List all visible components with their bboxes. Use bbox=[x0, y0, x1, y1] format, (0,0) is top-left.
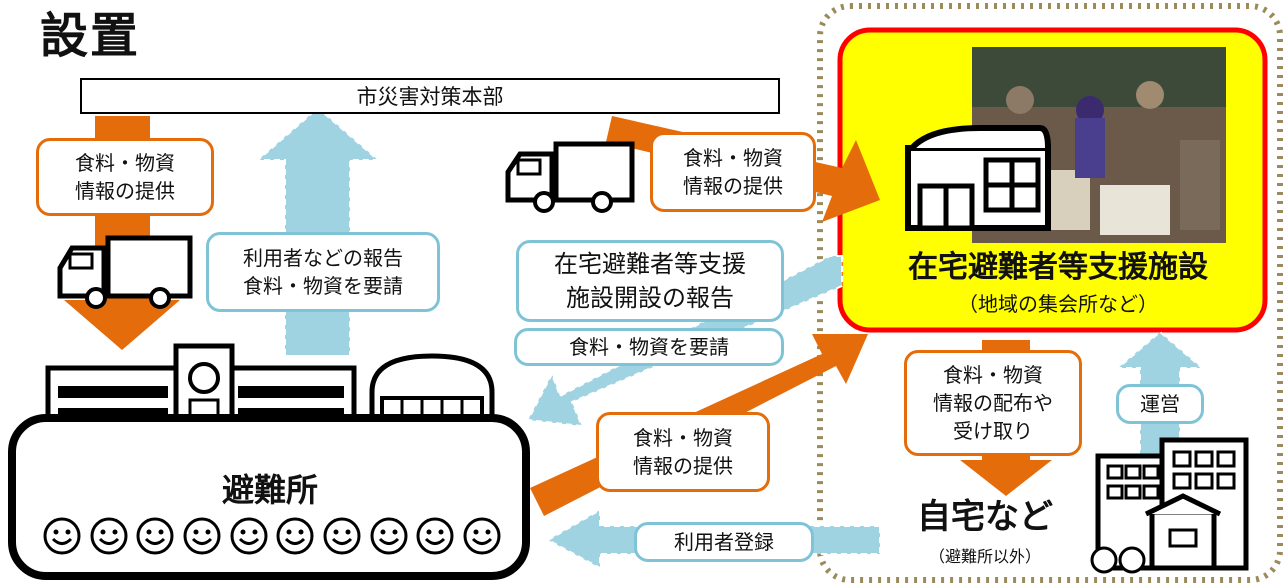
supply-label-1-line2: 情報の提供 bbox=[75, 179, 175, 203]
smiley-face-icon bbox=[90, 517, 128, 555]
distribution-line1: 食料・物資 bbox=[943, 363, 1043, 387]
smiley-face-icon bbox=[323, 517, 361, 555]
opening-report-line2: 施設開設の報告 bbox=[566, 284, 734, 312]
smiley-face-icon bbox=[43, 517, 81, 555]
smiley-face-icon bbox=[183, 517, 221, 555]
supply-label-2-line2: 情報の提供 bbox=[683, 174, 783, 198]
smiley-face-icon bbox=[370, 517, 408, 555]
smiley-face-icon bbox=[463, 517, 501, 555]
distribution-line2: 情報の配布や bbox=[933, 391, 1053, 415]
supply-label-3-line2: 情報の提供 bbox=[633, 454, 733, 478]
smiley-face-icon bbox=[416, 517, 454, 555]
distribution-line3: 受け取り bbox=[953, 419, 1033, 443]
operation-label: 運営 bbox=[1116, 384, 1204, 424]
smiley-face-icon bbox=[276, 517, 314, 555]
page-title: 設置 bbox=[40, 8, 141, 64]
shelter-label: 避難所 bbox=[221, 471, 318, 509]
facility-label: 在宅避難者等支援施設 bbox=[908, 250, 1208, 285]
supply-arrow-1 bbox=[64, 116, 180, 350]
home-label: 自宅など bbox=[917, 497, 1053, 537]
supply-label-1: 食料・物資 情報の提供 bbox=[36, 138, 214, 216]
truck-icon-center bbox=[505, 141, 635, 213]
hq-box: 市災害対策本部 bbox=[80, 78, 780, 114]
report-label-line1: 利用者などの報告 bbox=[243, 246, 403, 270]
supply-label-3-line1: 食料・物資 bbox=[633, 426, 733, 450]
home-sublabel: （避難所以外） bbox=[928, 547, 1041, 566]
supply-label-2-line1: 食料・物資 bbox=[683, 146, 783, 170]
apartment-building-icon bbox=[1090, 437, 1249, 574]
smiley-face-icon bbox=[136, 517, 174, 555]
registration-label: 利用者登録 bbox=[634, 522, 814, 562]
request-label: 食料・物資を要請 bbox=[514, 328, 784, 366]
supply-label-3: 食料・物資 情報の提供 bbox=[596, 412, 770, 492]
distribution-label: 食料・物資 情報の配布や 受け取り bbox=[904, 350, 1082, 456]
facility-building-icon bbox=[905, 125, 1051, 231]
smiley-face-icon bbox=[230, 517, 268, 555]
report-label-line2: 食料・物資を要請 bbox=[243, 274, 403, 298]
opening-report-label: 在宅避難者等支援 施設開設の報告 bbox=[516, 240, 784, 322]
report-label: 利用者などの報告 食料・物資を要請 bbox=[206, 232, 440, 312]
evacuee-faces bbox=[42, 516, 502, 558]
opening-report-line1: 在宅避難者等支援 bbox=[554, 250, 746, 278]
truck-icon-left bbox=[57, 235, 193, 309]
facility-sublabel: （地域の集会所など） bbox=[958, 292, 1158, 316]
supply-label-2: 食料・物資 情報の提供 bbox=[650, 132, 816, 212]
supply-label-1-line1: 食料・物資 bbox=[75, 151, 175, 175]
